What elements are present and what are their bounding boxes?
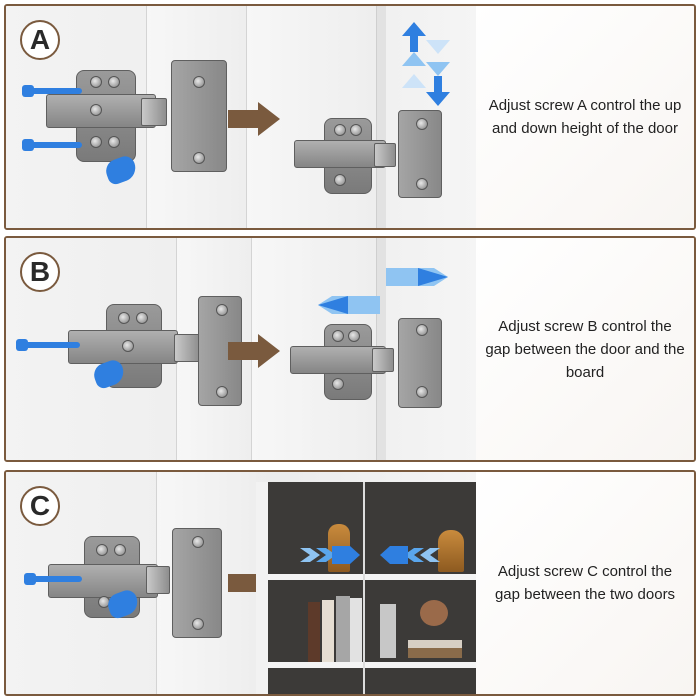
caption-text: Adjust screw A control the up and down h…	[488, 97, 682, 137]
right-arrow-icon	[228, 334, 280, 368]
cabinet-edge	[376, 6, 386, 228]
caption-area: Adjust screw C control the gap between t…	[476, 472, 694, 694]
plant-decor	[420, 600, 448, 626]
screwdriver-icon	[24, 573, 82, 585]
book	[322, 600, 334, 662]
hinge-scene-c	[6, 472, 476, 694]
book	[408, 648, 462, 658]
panel-screw-c: Adjust screw C control the gap between t…	[4, 470, 696, 696]
up-down-arrows-icon	[402, 22, 450, 106]
shelf	[268, 574, 476, 580]
book	[308, 602, 320, 662]
caption-area: Adjust screw A control the up and down h…	[476, 6, 694, 228]
book	[380, 604, 396, 658]
book	[336, 596, 350, 662]
step-badge: B	[20, 252, 60, 292]
caption-area: Adjust screw B control the gap between t…	[476, 238, 694, 460]
hinge-scene-a	[6, 6, 476, 228]
step-badge: A	[20, 20, 60, 60]
panel-screw-a: Adjust screw A control the up and down h…	[4, 4, 696, 230]
caption-text: Adjust screw C control the gap between t…	[494, 563, 676, 603]
left-right-arrows-icon	[300, 546, 440, 564]
screwdriver-icon	[16, 339, 80, 351]
caption-text: Adjust screw B control the gap between t…	[485, 317, 685, 381]
panel-screw-b: Adjust screw B control the gap between t…	[4, 236, 696, 462]
bookcase-image	[256, 482, 476, 694]
shelf	[268, 662, 476, 668]
door-seam	[363, 482, 365, 694]
book	[408, 640, 462, 648]
hinge-scene-b	[6, 238, 476, 460]
book	[350, 598, 362, 662]
right-arrow-icon	[228, 102, 280, 136]
step-badge: C	[20, 486, 60, 526]
trophy-decor	[438, 530, 464, 572]
screwdriver-icon	[22, 139, 82, 151]
screwdriver-icon	[22, 85, 82, 97]
left-right-arrows-icon	[318, 268, 448, 314]
